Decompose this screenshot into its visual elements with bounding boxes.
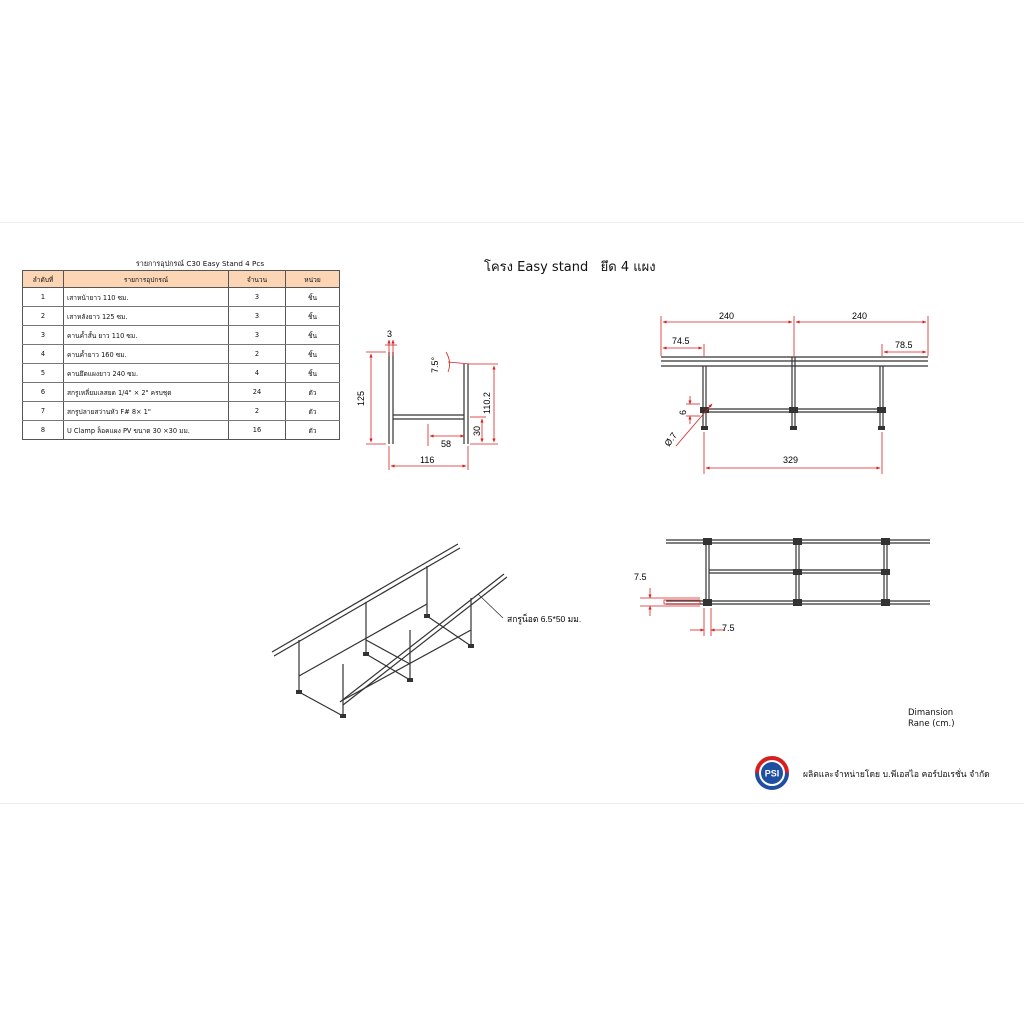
dim-top-a: 7.5 xyxy=(634,572,647,582)
dim-front-over-right: 78.5 xyxy=(895,340,913,350)
cell-unit: ชิ้น xyxy=(285,344,340,364)
table-row: 1 เสาหน้ายาว 110 ซม. 3 ชิ้น xyxy=(22,287,340,307)
cell-unit: ชิ้น xyxy=(285,306,340,326)
dim-front-span-left: 240 xyxy=(719,311,734,321)
dim-side-low: 30 xyxy=(472,426,482,436)
dim-side-height-right: 110.2 xyxy=(482,392,492,414)
cell-unit: ตัว xyxy=(285,382,340,402)
dim-side-width: 116 xyxy=(420,455,434,465)
cell-unit: ชิ้น xyxy=(285,287,340,307)
dim-side-height-left: 125 xyxy=(356,391,366,406)
dim-side-top: 3 xyxy=(387,329,392,339)
cell-unit: ชิ้น xyxy=(285,363,340,383)
parts-table: ลำดับที่ รายการอุปกรณ์ จำนวน หน่วย 1 เสา… xyxy=(22,270,340,440)
dimension-note: Dimansion Rane (cm.) xyxy=(908,708,955,730)
header-index: ลำดับที่ xyxy=(22,270,64,288)
header-qty: จำนวน xyxy=(228,270,286,288)
psi-logo-icon: PSI xyxy=(755,756,789,790)
dim-front-total: 329 xyxy=(783,455,798,465)
header-unit: หน่วย xyxy=(285,270,340,288)
iso-callout: สกรูน็อต 6.5*50 มม. xyxy=(507,613,581,625)
header-item: รายการอุปกรณ์ xyxy=(63,270,229,288)
top-view: 7.5 7.5 xyxy=(634,538,930,636)
side-view: 3 125 7.5° 110.2 30 58 116 xyxy=(356,329,498,470)
company-name: ผลิตและจำหน่ายโดย บ.พีเอสไอ คอร์ปอเรชั่น… xyxy=(803,770,990,780)
parts-table-header: ลำดับที่ รายการอุปกรณ์ จำนวน หน่วย xyxy=(22,270,340,288)
table-row: 5 คานยึดแผงยาว 240 ซม. 4 ชิ้น xyxy=(22,363,340,383)
cell-unit: ชิ้น xyxy=(285,325,340,345)
cell-unit: ตัว xyxy=(285,401,340,421)
dim-top-b: 7.5 xyxy=(722,623,735,633)
sheet-title: โครง Easy stand ยึด 4 แผง xyxy=(484,260,656,275)
logo-text: PSI xyxy=(765,769,780,779)
table-row: 7 สกรูปลายสว่านหัว F# 8× 1" 2 ตัว xyxy=(22,401,340,421)
table-row: 2 เสาหลังยาว 125 ซม. 3 ชิ้น xyxy=(22,306,340,326)
table-row: 4 คานค้ำยาว 160 ซม. 2 ชิ้น xyxy=(22,344,340,364)
front-view: 240 240 74.5 78.5 6 Ø.7 329 xyxy=(660,311,929,474)
table-row: 3 คานค้ำสั้น ยาว 110 ซม. 3 ชิ้น xyxy=(22,325,340,345)
note-line-1: Dimansion xyxy=(908,708,954,718)
iso-view: สกรูน็อต 6.5*50 มม. xyxy=(271,543,581,718)
dim-side-angle: 7.5° xyxy=(430,356,440,373)
dim-front-small: 6 xyxy=(678,410,688,415)
dim-front-over-left: 74.5 xyxy=(672,336,690,346)
parts-table-title: รายการอุปกรณ์ C30 Easy Stand 4 Pcs xyxy=(135,259,265,268)
dim-front-span-right: 240 xyxy=(852,311,867,321)
table-row: 6 สกรูเหลี่ยมเลสยด 1/4" × 2" ครบชุด 24 ต… xyxy=(22,382,340,402)
table-row: 8 U Clamp ล็อคแผง PV ขนาด 30 ×30 มม. 16 … xyxy=(22,420,340,440)
cell-unit: ตัว xyxy=(285,420,340,440)
note-line-2: Rane (cm.) xyxy=(908,719,955,729)
dim-side-mid: 58 xyxy=(441,439,451,449)
